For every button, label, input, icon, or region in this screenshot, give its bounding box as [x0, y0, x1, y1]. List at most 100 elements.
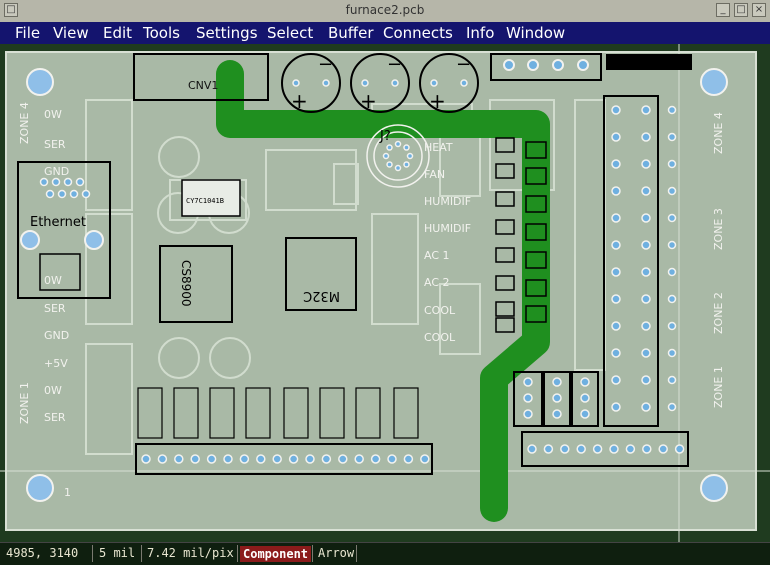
pad	[642, 444, 652, 454]
pad	[641, 159, 651, 169]
menu-info[interactable]: Info	[466, 24, 495, 42]
pads	[39, 79, 685, 464]
status-bar: 4985, 3140 5 mil 7.42 mil/pix Component …	[0, 542, 770, 565]
status-active-layer[interactable]: Component	[240, 546, 312, 562]
menu-file[interactable]: File	[15, 24, 41, 42]
pad	[667, 348, 677, 358]
connector-cnv1	[133, 53, 269, 101]
pad	[667, 186, 677, 196]
pad	[641, 132, 651, 142]
left-labels: ZONE 4 0W SER GND 0W SER GND +5V 0W SER …	[18, 102, 69, 424]
svg-text:AC 1: AC 1	[424, 249, 450, 262]
pad	[611, 132, 621, 142]
maximize-button[interactable]: □	[734, 3, 748, 17]
pad	[552, 393, 562, 403]
svg-text:+5V: +5V	[44, 357, 68, 370]
mounting-holes	[26, 68, 728, 502]
pad	[51, 177, 61, 187]
window-menu-button[interactable]: □	[4, 3, 18, 17]
status-zoom: 7.42 mil/pix	[147, 546, 234, 560]
pad	[611, 267, 621, 277]
pad	[641, 375, 651, 385]
pad	[560, 444, 570, 454]
svg-text:GND: GND	[44, 329, 69, 342]
pad	[527, 444, 537, 454]
pad	[256, 454, 266, 464]
svg-text:M32C: M32C	[303, 288, 340, 303]
pad	[641, 186, 651, 196]
right-labels: ZONE 4 ZONE 3 ZONE 2 ZONE 1	[712, 112, 725, 408]
menu-connects[interactable]: Connects	[383, 24, 453, 42]
pad	[361, 79, 369, 87]
pad	[641, 267, 651, 277]
pad	[57, 189, 67, 199]
pad	[611, 186, 621, 196]
pad	[552, 377, 562, 387]
svg-text:+: +	[360, 89, 377, 113]
chip-cs8900: CS8900	[159, 245, 233, 323]
connector-cnv1-label: CNV1	[188, 79, 218, 92]
pad	[667, 213, 677, 223]
menu-view[interactable]: View	[53, 24, 89, 42]
pad	[386, 144, 393, 151]
menu-settings[interactable]: Settings	[196, 24, 258, 42]
pad	[239, 454, 250, 464]
pad	[552, 409, 562, 419]
svg-text:SER: SER	[44, 138, 66, 151]
pad	[611, 159, 621, 169]
pad	[576, 444, 586, 454]
pad	[420, 454, 430, 464]
pad	[667, 375, 677, 385]
pad	[39, 177, 49, 187]
svg-text:0W: 0W	[44, 274, 62, 287]
svg-text:ZONE 4: ZONE 4	[18, 102, 31, 144]
pad	[206, 454, 217, 464]
pad	[403, 454, 414, 464]
svg-text:−: −	[456, 54, 471, 75]
pad	[667, 294, 677, 304]
resistor-array	[137, 387, 419, 439]
pad	[580, 409, 590, 419]
minimize-button[interactable]: _	[716, 3, 730, 17]
svg-text:COOL: COOL	[424, 331, 456, 344]
status-grid: 5 mil	[99, 546, 136, 560]
svg-text:CS8900: CS8900	[179, 260, 193, 307]
pad	[403, 144, 410, 151]
pad	[523, 377, 533, 387]
connector-jq: J?	[366, 124, 430, 188]
pad	[543, 444, 554, 454]
pad	[387, 454, 397, 464]
pad	[394, 164, 402, 172]
menu-edit[interactable]: Edit	[103, 24, 133, 42]
pad	[580, 377, 590, 387]
svg-text:HEAT: HEAT	[424, 141, 453, 154]
label-one: 1	[64, 486, 71, 499]
menu-bar: File View Edit Tools Settings Select Buf…	[0, 22, 770, 44]
bottom-header-left	[135, 443, 433, 475]
header-top	[490, 53, 602, 81]
pad	[63, 177, 73, 187]
menu-window[interactable]: Window	[506, 24, 566, 42]
right-terminal-block	[603, 95, 659, 427]
status-tool[interactable]: Arrow	[318, 546, 355, 560]
close-button[interactable]: ×	[752, 3, 766, 17]
pad	[611, 105, 621, 115]
pad	[370, 454, 381, 464]
power-track	[216, 60, 550, 522]
pad	[190, 454, 200, 464]
pad	[611, 402, 621, 412]
pad	[382, 152, 390, 160]
pad	[403, 161, 410, 168]
menu-buffer[interactable]: Buffer	[328, 24, 374, 42]
pcb-canvas[interactable]: CNV1 + + + − − −	[0, 44, 770, 542]
pad	[69, 189, 79, 199]
menu-select[interactable]: Select	[267, 24, 314, 42]
svg-text:ZONE 1: ZONE 1	[712, 366, 725, 408]
zone-relays	[513, 371, 599, 427]
pcb-board-drawing[interactable]: CNV1 + + + − − −	[0, 44, 770, 542]
svg-text:GND: GND	[44, 165, 69, 178]
menu-tools[interactable]: Tools	[143, 24, 180, 42]
mid-labels: HEAT FAN HUMIDIF HUMIDIF AC 1 AC 2 COOL …	[424, 141, 471, 344]
svg-text:COOL: COOL	[424, 304, 456, 317]
svg-text:ZONE 4: ZONE 4	[712, 112, 725, 154]
